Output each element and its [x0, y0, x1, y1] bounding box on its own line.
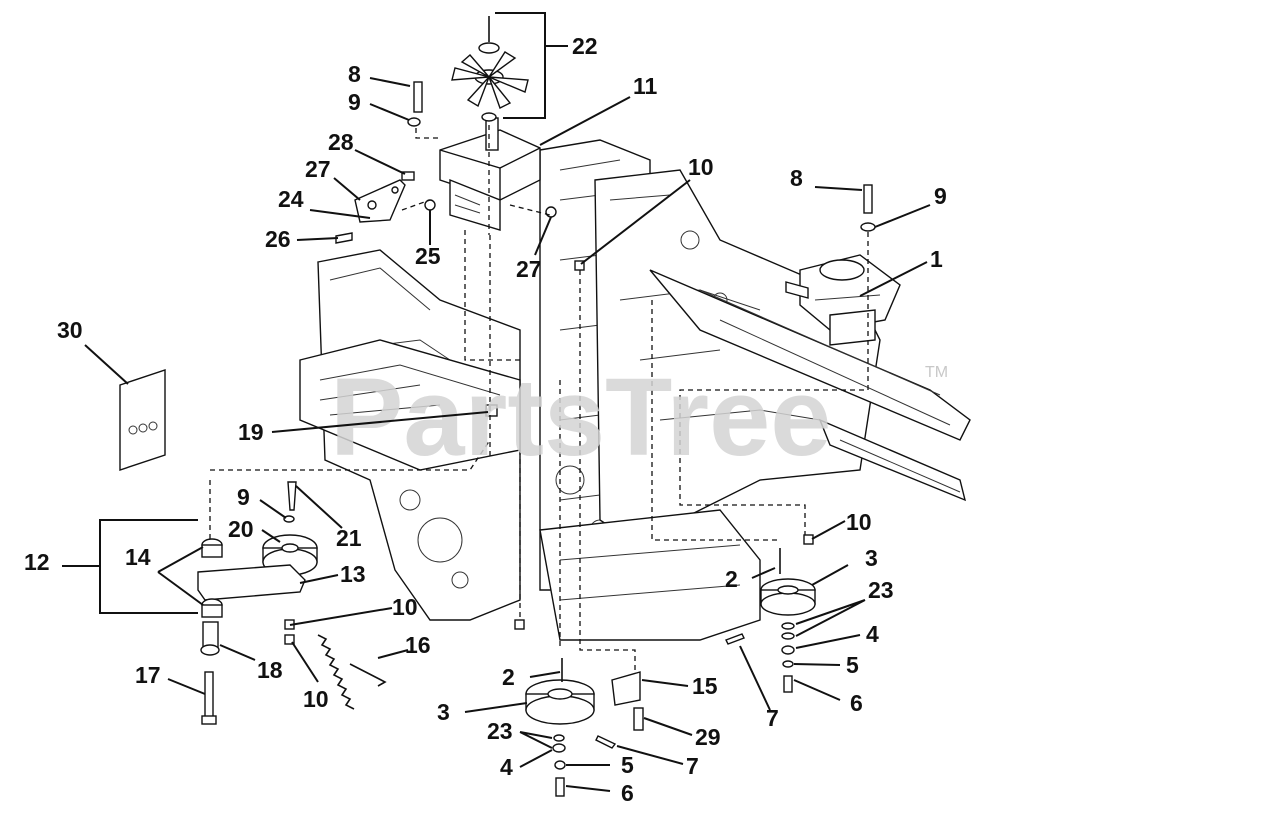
callout-label: 9: [934, 183, 947, 209]
idler-assembly-part-12: [197, 534, 318, 725]
callout-label: 10: [303, 686, 329, 712]
callout-label: 6: [621, 780, 634, 806]
callout-label: 27: [516, 256, 542, 282]
nut-part-10-front: [514, 619, 525, 630]
callout-label: 21: [336, 525, 362, 551]
washer-part-9-left: [283, 515, 295, 523]
callout-label: 3: [865, 545, 878, 571]
callout-label: 1: [930, 246, 943, 272]
callout-label: 10: [688, 154, 714, 180]
callout-label: 8: [790, 165, 803, 191]
decal-part-30: [119, 369, 166, 471]
callout-label: 10: [392, 594, 418, 620]
callout-label: 18: [257, 657, 283, 683]
washer-part-9-right: [860, 222, 876, 232]
callout-label: 17: [135, 662, 161, 688]
callout-label: 30: [57, 317, 83, 343]
assembly-lines: [209, 125, 869, 672]
fan-part-22: [451, 16, 529, 122]
callout-label: 23: [868, 577, 894, 603]
callout-label: 23: [487, 718, 513, 744]
bolt-part-8-right: [863, 184, 873, 214]
callout-label: 16: [405, 632, 431, 658]
callout-label: 7: [686, 753, 699, 779]
callout-label: 2: [725, 566, 738, 592]
decal-symbols: [128, 421, 158, 435]
callout-label: 11: [633, 73, 658, 99]
bracket-part-15: [611, 671, 641, 706]
group-bracket-22: [495, 12, 568, 119]
callout-label: 22: [572, 33, 598, 59]
bracket-part-24: [335, 171, 557, 244]
group-bracket-12: [62, 519, 198, 614]
callout-label: 15: [692, 673, 718, 699]
callout-label: 29: [695, 724, 721, 750]
callout-label: 3: [437, 699, 450, 725]
callout-label: 9: [237, 484, 250, 510]
callout-label: 6: [850, 690, 863, 716]
callout-label: 4: [500, 754, 513, 780]
callout-label: 25: [415, 243, 441, 269]
nut-part-10-right: [803, 534, 814, 545]
callout-label: 9: [348, 89, 361, 115]
nut-part-10-bottom: [284, 634, 295, 645]
callout-label: 5: [846, 652, 859, 678]
spring-part-16: [317, 634, 387, 710]
leader-lines: [84, 77, 931, 792]
callout-label: 20: [228, 516, 254, 542]
watermark: PartsTree: [330, 356, 831, 479]
callout-label: 19: [238, 419, 264, 445]
callout-label: 13: [340, 561, 366, 587]
callout-label: 8: [348, 61, 361, 87]
watermark-trademark: TM: [925, 364, 948, 381]
chassis-frame: [299, 139, 971, 641]
callout-label: 27: [305, 156, 331, 182]
gearbox-part-11: [439, 117, 541, 231]
callout-label: 24: [278, 186, 304, 212]
callout-labels: 22 8 9 11 28 27 24 26 25 27 10 8 9 1 30 …: [24, 33, 947, 806]
callout-label: 28: [328, 129, 354, 155]
callout-label: 14: [125, 544, 151, 570]
callout-label: 4: [866, 621, 879, 647]
callout-label: 12: [24, 549, 50, 575]
callout-label: 10: [846, 509, 872, 535]
callout-label: 2: [502, 664, 515, 690]
callout-label: 7: [766, 705, 779, 731]
pin-part-21: [287, 481, 297, 511]
pulley-part-3-lower: [525, 658, 617, 797]
bolt-part-8-top: [413, 81, 423, 113]
bolt-part-29: [633, 707, 644, 731]
callout-label: 26: [265, 226, 291, 252]
washer-part-9-top: [407, 117, 421, 127]
pulley-part-3-right: [725, 548, 816, 693]
bracket-assembly-part-1: [785, 254, 901, 346]
callout-label: 5: [621, 752, 634, 778]
nut-part-19: [485, 404, 498, 417]
